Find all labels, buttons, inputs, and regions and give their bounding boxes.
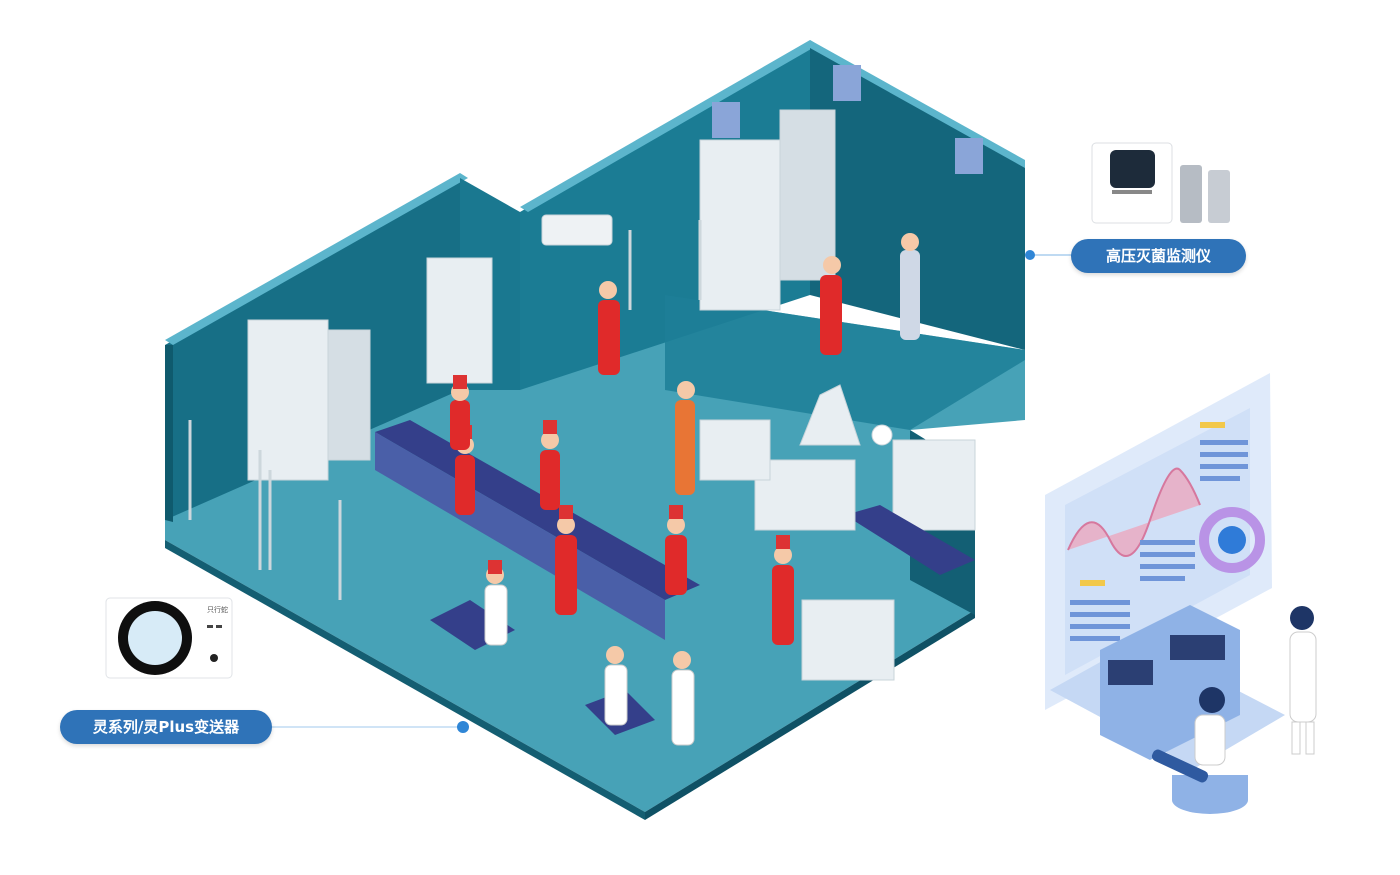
transmitter-device-icon: 只行蛇 bbox=[105, 597, 233, 679]
stove-2 bbox=[801, 599, 895, 681]
vent-icons bbox=[712, 65, 983, 174]
sterilization-monitor-label: 高压灭菌监测仪 bbox=[1071, 239, 1246, 273]
prep-counter-front bbox=[375, 432, 665, 640]
air-conditioner-icon bbox=[541, 214, 613, 246]
svg-text:只行蛇: 只行蛇 bbox=[207, 605, 228, 614]
dashboard-monitor-icon bbox=[1045, 373, 1317, 814]
cabinets bbox=[247, 109, 976, 531]
side-counter bbox=[845, 505, 975, 575]
right-side-wall-top bbox=[810, 40, 1025, 168]
range-hood bbox=[799, 384, 861, 446]
sterilization-monitor-device-icon bbox=[1091, 142, 1230, 224]
right-side-wall bbox=[810, 45, 1025, 350]
left-wall-top bbox=[165, 173, 468, 345]
shelf-racks bbox=[188, 220, 702, 600]
right-back-wall-top bbox=[520, 40, 818, 212]
floor-edge-left bbox=[165, 540, 645, 820]
transmitter-label: 灵系列/灵Plus变送器 bbox=[60, 710, 272, 744]
left-wall-edge bbox=[165, 345, 173, 522]
clock-icon bbox=[871, 424, 893, 446]
partition-wall bbox=[665, 295, 1025, 430]
chefs bbox=[450, 233, 920, 746]
connector-dot-steril bbox=[1025, 250, 1035, 260]
connector-dot-ling bbox=[457, 721, 469, 733]
sink bbox=[699, 419, 771, 481]
stove bbox=[754, 459, 856, 531]
